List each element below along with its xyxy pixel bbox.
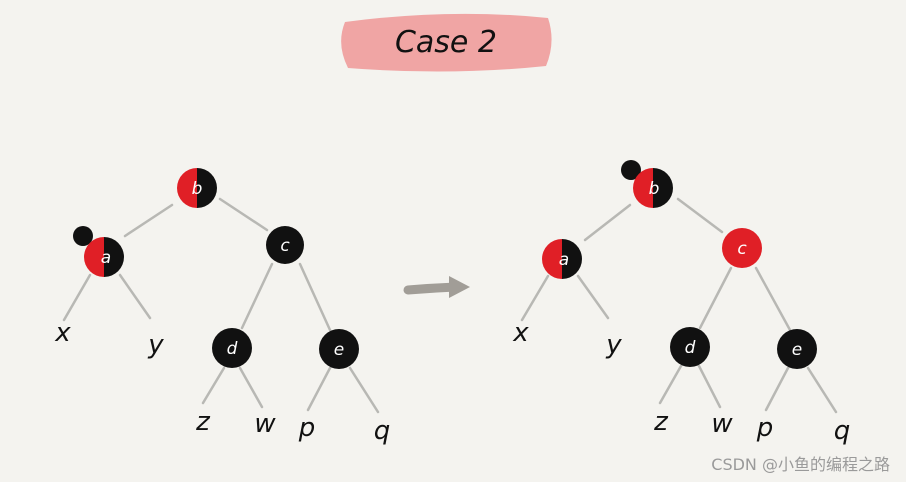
after-node-c: c <box>722 228 762 268</box>
after-leaf-w: w <box>711 409 733 439</box>
before-tree: b a c d e x y z <box>54 168 390 446</box>
before-edge-d-z <box>201 366 226 405</box>
before-leaf-w: w <box>254 409 276 439</box>
after-node-b-label: b <box>649 179 660 199</box>
transition-arrow <box>403 276 470 298</box>
before-leaf-q: q <box>374 416 391 446</box>
after-node-a: a <box>542 239 582 279</box>
before-edge-c-d <box>240 262 274 330</box>
after-edge-d-z <box>658 364 683 405</box>
before-node-c: c <box>266 226 304 264</box>
after-node-d-label: d <box>685 338 696 358</box>
before-leaf-y: y <box>147 330 164 360</box>
before-edges <box>62 197 380 414</box>
before-edge-a-x <box>62 273 92 322</box>
before-leaf-x: x <box>54 318 71 348</box>
after-leaf-p: p <box>756 413 774 443</box>
after-leaf-x: x <box>512 318 529 348</box>
after-node-b: b <box>621 160 673 208</box>
after-node-b-extra-black <box>621 160 641 180</box>
after-edge-a-x <box>520 274 550 322</box>
after-node-e-label: e <box>792 340 802 360</box>
before-node-d-label: d <box>227 339 238 359</box>
after-leaf-q: q <box>834 416 851 446</box>
before-node-a: a <box>73 226 124 277</box>
before-edge-a-y <box>118 273 152 320</box>
after-leaf-y: y <box>605 330 622 360</box>
after-leaves: x y z w p q <box>512 318 850 446</box>
after-edge-c-e <box>754 266 792 332</box>
after-edge-c-d <box>698 266 733 330</box>
before-leaves: x y z w p q <box>54 318 390 446</box>
after-edge-e-p <box>764 366 790 412</box>
before-edge-e-q <box>348 366 380 414</box>
before-leaf-p: p <box>298 413 316 443</box>
arrow-shaft <box>403 282 461 295</box>
after-node-d: d <box>670 327 710 367</box>
arrow-head-icon <box>449 276 470 298</box>
before-node-c-label: c <box>280 236 290 256</box>
before-node-a-extra-black <box>73 226 93 246</box>
before-edge-e-p <box>306 366 332 412</box>
before-node-b-label: b <box>192 179 203 199</box>
before-edge-b-c <box>218 197 269 232</box>
after-node-a-label: a <box>559 250 569 270</box>
title: Case 2 <box>395 25 497 60</box>
before-edge-c-e <box>298 262 332 332</box>
title-banner-background <box>341 13 552 72</box>
after-edge-e-q <box>806 366 838 414</box>
before-leaf-z: z <box>195 407 211 437</box>
before-node-e: e <box>319 329 359 369</box>
after-node-c-label: c <box>737 239 747 259</box>
before-edge-d-w <box>238 366 264 409</box>
before-node-b: b <box>177 168 217 208</box>
before-node-a-label: a <box>101 248 111 268</box>
after-node-e: e <box>777 329 817 369</box>
after-edge-d-w <box>697 364 722 409</box>
title-banner: Case 2 <box>341 13 552 72</box>
before-node-e-label: e <box>334 340 344 360</box>
before-edge-b-a <box>123 203 174 238</box>
after-tree: b a c d e x y z w <box>512 160 850 446</box>
before-node-d: d <box>212 328 252 368</box>
after-leaf-z: z <box>653 407 669 437</box>
watermark: CSDN @小鱼的编程之路 <box>711 455 890 474</box>
after-edge-b-c <box>676 197 724 234</box>
after-edges <box>520 197 838 414</box>
after-edge-b-a <box>583 203 632 242</box>
after-edge-a-y <box>576 274 610 320</box>
